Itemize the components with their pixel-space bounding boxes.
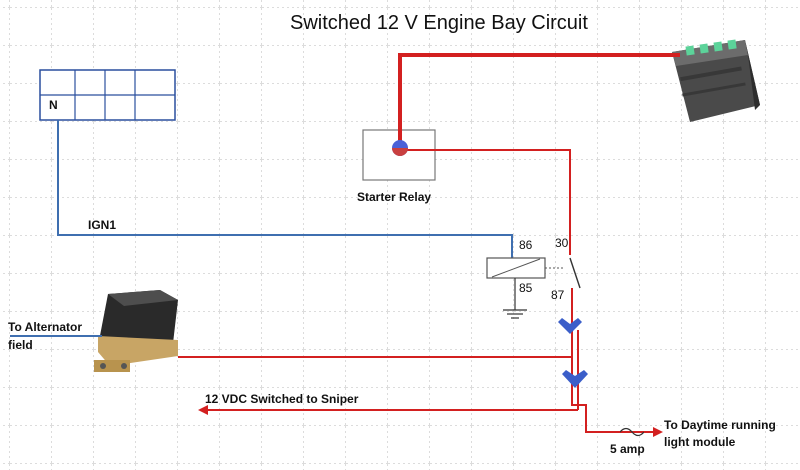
fuse-rating-label: 5 amp bbox=[610, 442, 645, 456]
switched-output-wire bbox=[571, 330, 655, 433]
ign1-label: IGN1 bbox=[88, 218, 117, 232]
pin-87-label: 87 bbox=[551, 288, 565, 302]
drl-label-line2: light module bbox=[664, 435, 736, 449]
fuse-cell-label: N bbox=[49, 98, 58, 112]
drl-label-line1: To Daytime running bbox=[664, 418, 776, 432]
splice-connector-icon bbox=[558, 318, 588, 388]
ign1-wire bbox=[57, 120, 513, 258]
battery-icon bbox=[672, 39, 760, 122]
pin-86-label: 86 bbox=[519, 238, 533, 252]
starter-relay-label: Starter Relay bbox=[357, 190, 432, 204]
page-title: Switched 12 V Engine Bay Circuit bbox=[290, 12, 588, 34]
fuse-icon bbox=[619, 427, 645, 437]
power-feed-wire bbox=[400, 149, 571, 255]
to-alternator-label: To Alternator bbox=[8, 320, 82, 334]
drl-arrow-icon bbox=[653, 427, 663, 437]
sniper-arrow-icon bbox=[198, 405, 208, 415]
fuse-block bbox=[39, 69, 176, 121]
battery-cable bbox=[398, 53, 680, 148]
pin-85-label: 85 bbox=[519, 281, 533, 295]
sniper-label: 12 VDC Switched to Sniper bbox=[205, 392, 359, 406]
relay-switch-icon bbox=[569, 257, 581, 289]
pin-30-label: 30 bbox=[555, 236, 569, 250]
field-label: field bbox=[8, 338, 33, 352]
voltage-regulator-icon bbox=[94, 290, 178, 372]
ground-icon bbox=[503, 278, 527, 319]
